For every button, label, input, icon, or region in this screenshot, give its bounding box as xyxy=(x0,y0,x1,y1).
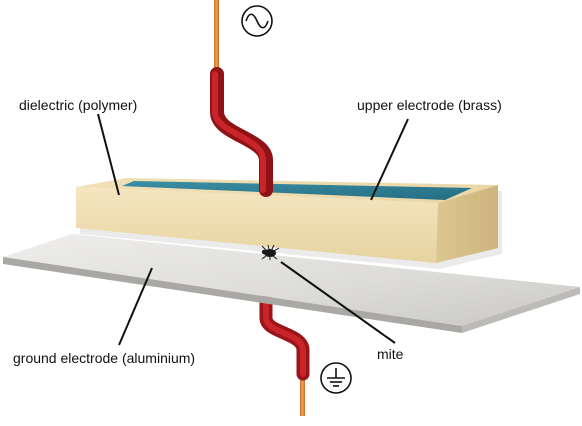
upper-electrode-plate xyxy=(122,181,472,200)
upper-wire-insulation xyxy=(210,67,273,197)
upper-electrode-label: upper electrode (brass) xyxy=(357,97,502,113)
leader-line-upper-electrode xyxy=(370,118,409,201)
ground-electrode-plate xyxy=(3,234,580,333)
leader-line-mite xyxy=(280,261,396,344)
ground-electrode-label: ground electrode (aluminium) xyxy=(13,350,196,366)
ground-plate-top xyxy=(3,234,580,326)
leader-line-dielectric xyxy=(97,113,120,196)
ground-plate-front-edge xyxy=(3,257,462,333)
dielectric-side xyxy=(436,185,498,263)
lower-copper-conductor xyxy=(300,368,305,416)
ac-source-icon xyxy=(241,5,273,37)
leader-lines xyxy=(97,113,409,346)
mite-icon xyxy=(261,244,280,260)
mite-label: mite xyxy=(377,346,404,362)
ground-plate-side-edge xyxy=(462,287,580,333)
dielectric-front xyxy=(76,187,438,263)
upper-copper-conductor xyxy=(214,0,219,76)
ground-icon xyxy=(320,362,352,394)
dielectric-block xyxy=(76,178,502,269)
lower-wire xyxy=(259,293,310,416)
dielectric-label: dielectric (polymer) xyxy=(19,97,138,113)
leader-line-ground-electrode xyxy=(118,267,153,346)
upper-wire xyxy=(210,0,273,197)
